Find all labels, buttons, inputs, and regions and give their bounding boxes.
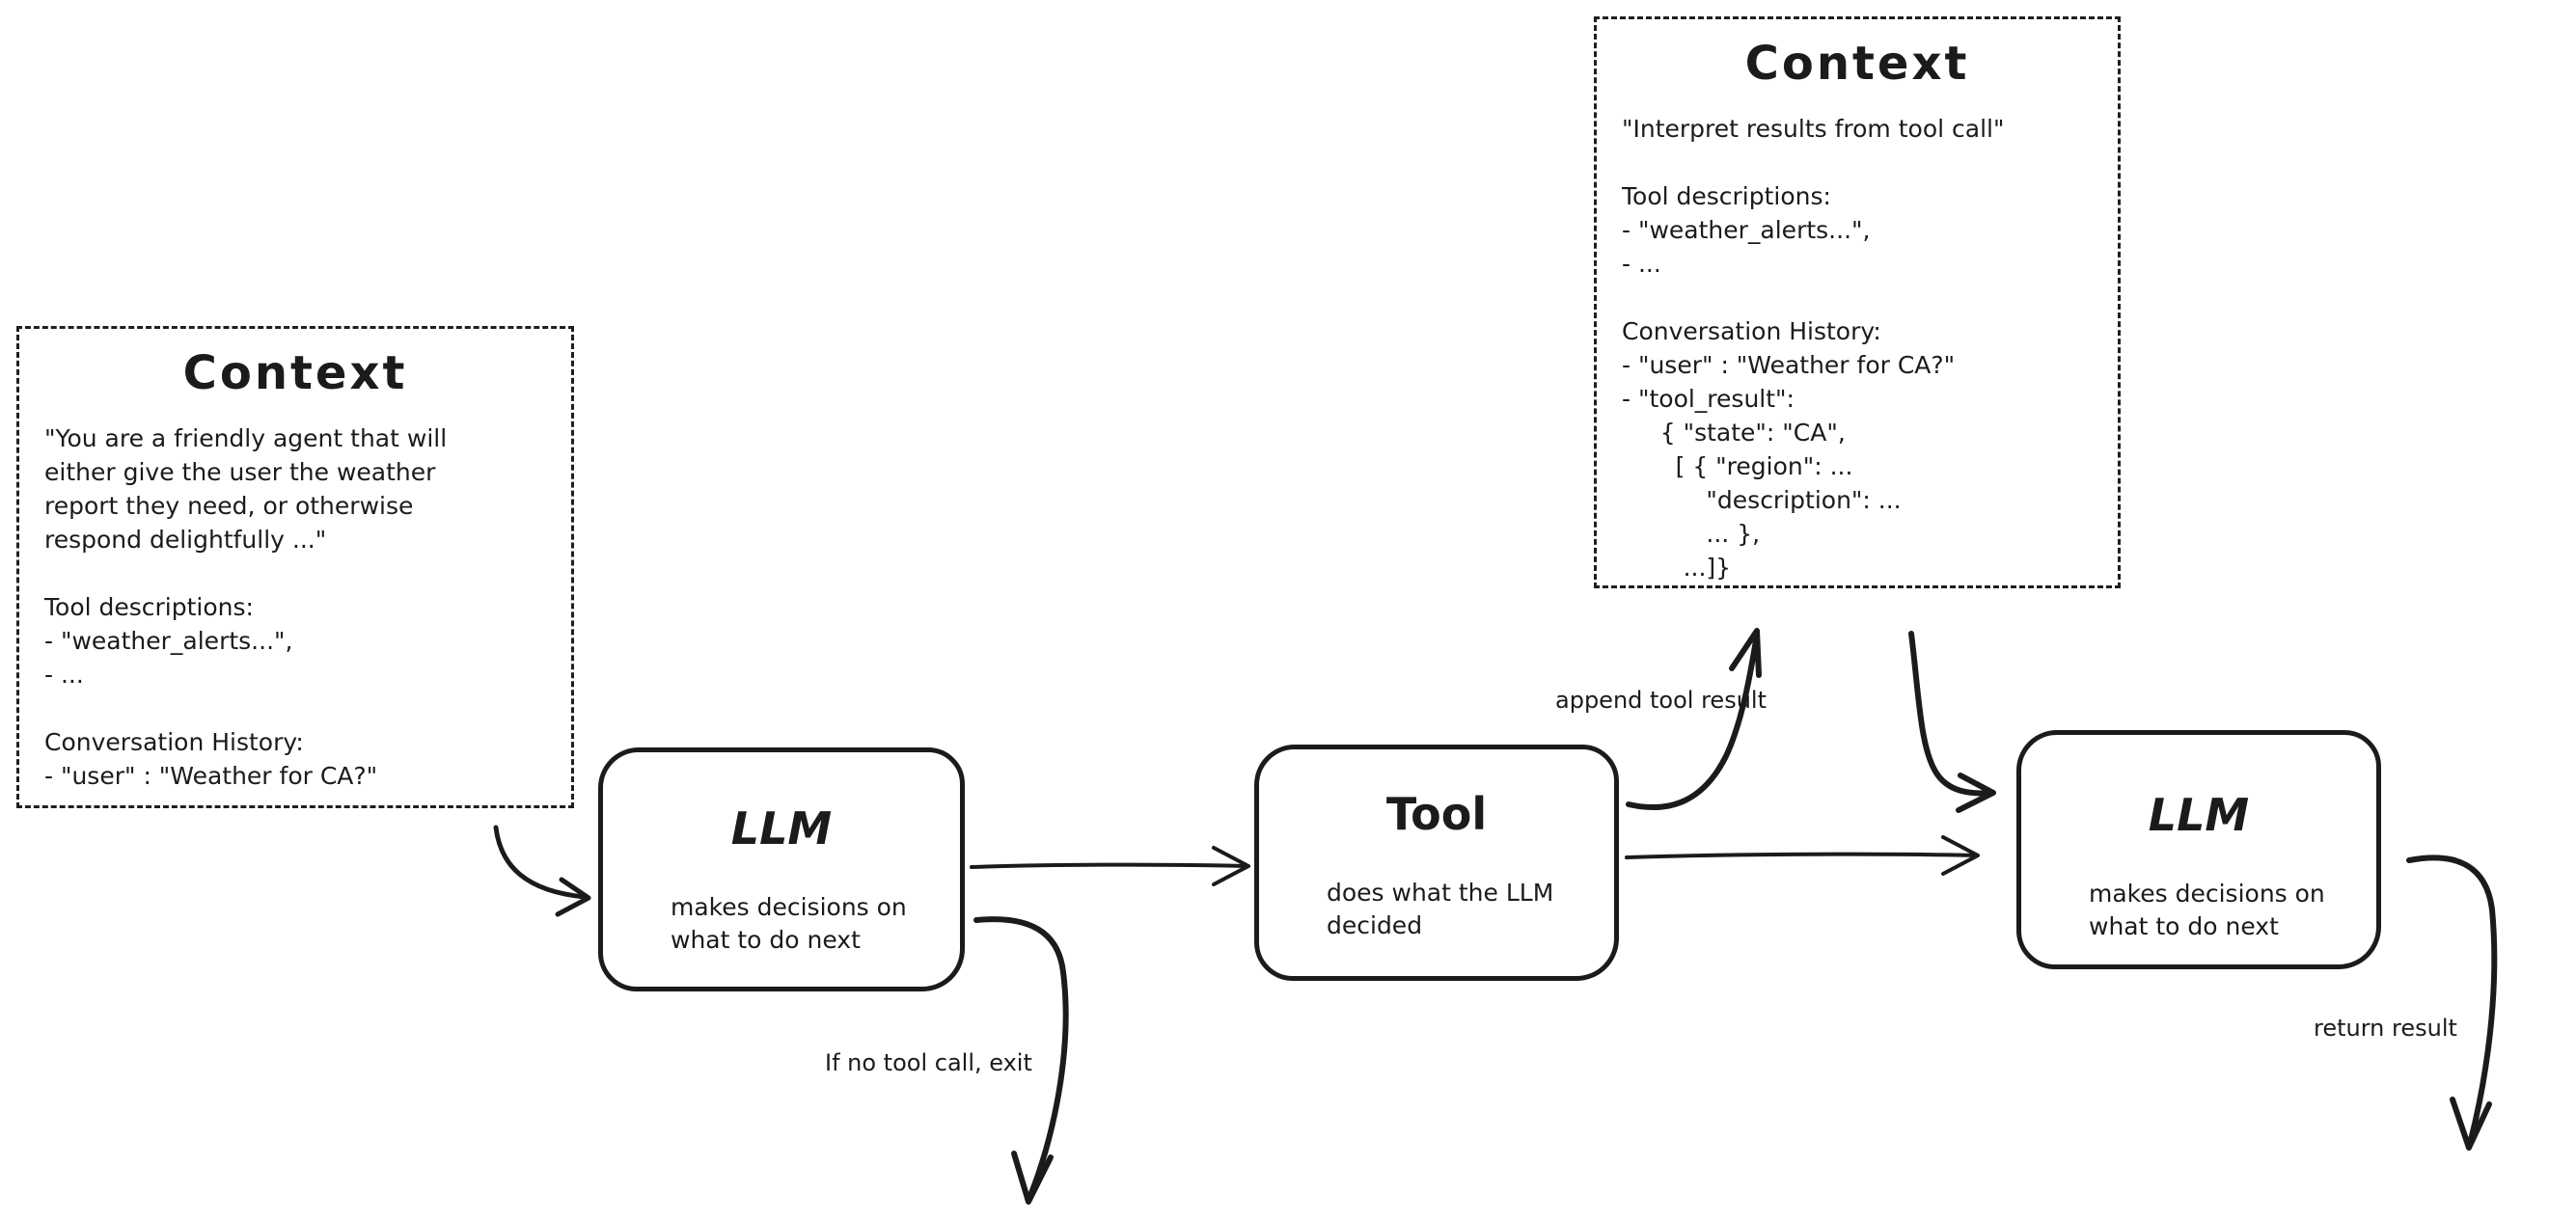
arrow-context-to-llm2 bbox=[1908, 631, 1996, 813]
node-tool-title: Tool bbox=[1385, 788, 1488, 840]
arrow-tool-to-llm2 bbox=[1625, 835, 1980, 876]
node-llm-1-title: LLM bbox=[730, 802, 833, 855]
context-top-title: Context bbox=[1744, 37, 1970, 91]
arrow-tool-to-context-append bbox=[1626, 628, 1762, 810]
context-top-body: "Interpret results from tool call" Tool … bbox=[1622, 115, 2005, 582]
arrow-llm1-to-tool bbox=[970, 846, 1250, 886]
label-return-result: return result bbox=[2314, 1015, 2457, 1042]
context-box-top-right: Context "Interpret results from tool cal… bbox=[1594, 16, 2121, 588]
node-llm-1-subtitle: makes decisions on what to do next bbox=[671, 893, 907, 954]
node-tool: Tool does what the LLM decided bbox=[1254, 745, 1619, 981]
label-if-no-tool-call-exit: If no tool call, exit bbox=[825, 1049, 1032, 1076]
context-box-left: Context "You are a friendly agent that w… bbox=[16, 326, 574, 808]
node-llm-1: LLM makes decisions on what to do next bbox=[598, 747, 965, 991]
node-llm-2-title: LLM bbox=[2148, 789, 2250, 841]
node-tool-subtitle: does what the LLM decided bbox=[1327, 879, 1554, 939]
arrow-llm2-return-result bbox=[2406, 855, 2498, 1151]
node-llm-2: LLM makes decisions on what to do next bbox=[2016, 730, 2381, 969]
arrow-context-left-to-llm1 bbox=[493, 825, 591, 917]
context-left-body: "You are a friendly agent that will eith… bbox=[44, 424, 448, 790]
context-left-title: Context bbox=[182, 346, 408, 400]
label-append-tool-result: append tool result bbox=[1555, 687, 1767, 714]
node-llm-2-subtitle: makes decisions on what to do next bbox=[2089, 880, 2325, 940]
